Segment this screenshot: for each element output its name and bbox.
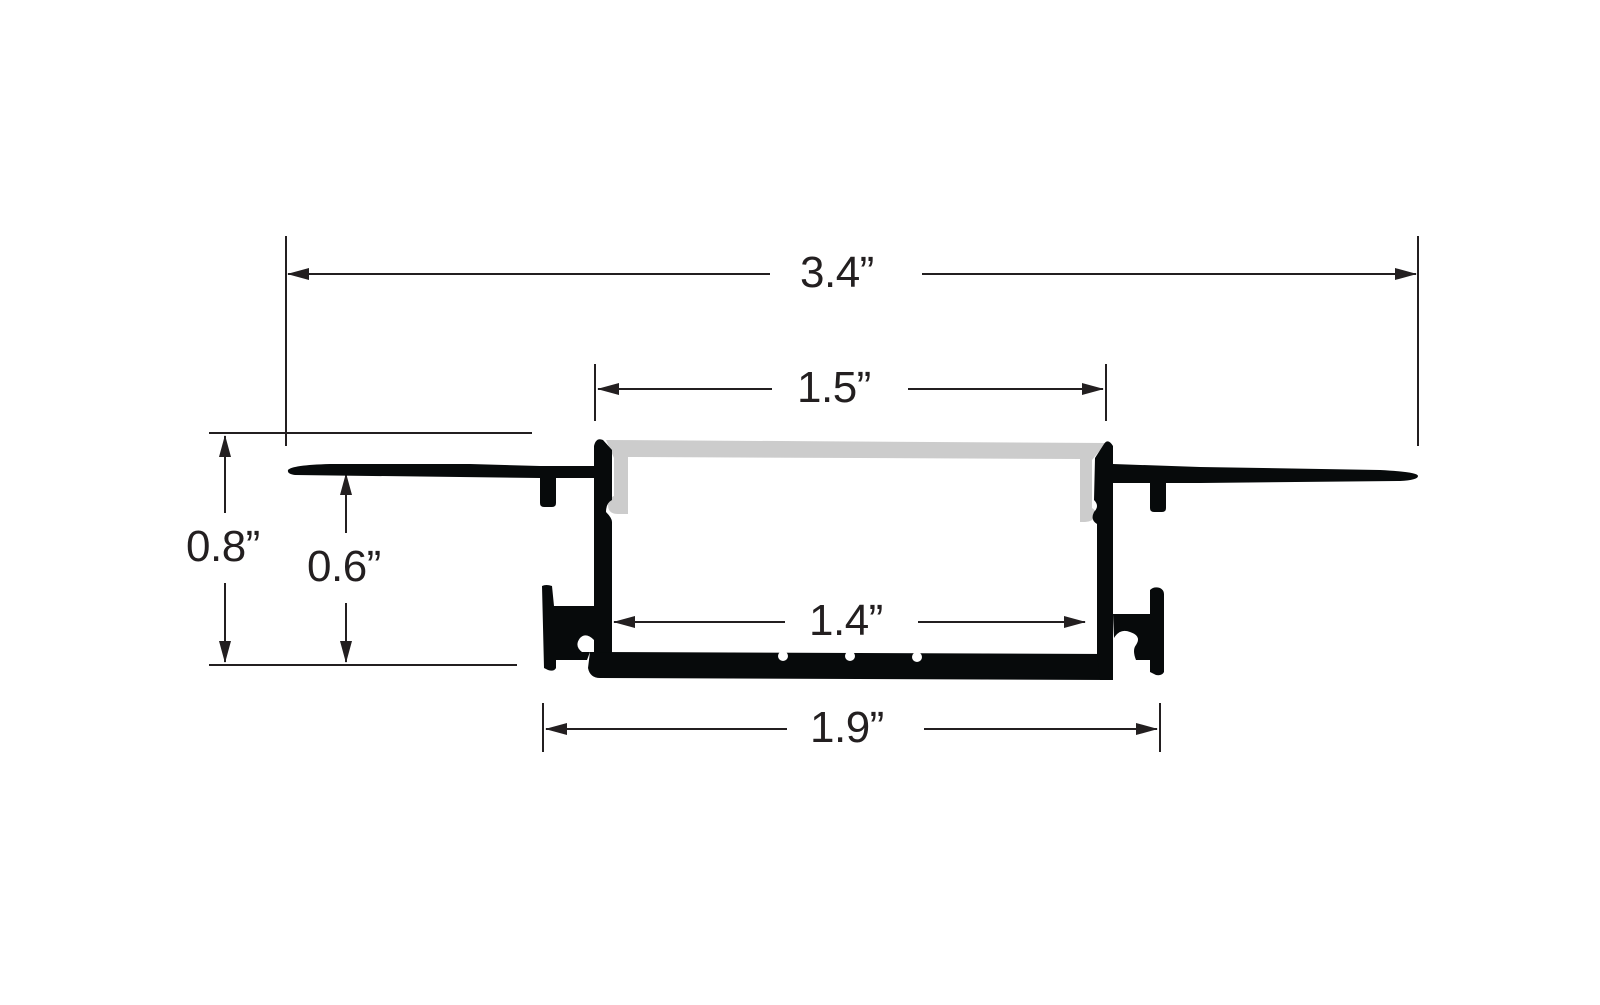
aluminum-profile [287, 439, 1418, 680]
dimension-inner-width: 1.4” [809, 596, 883, 645]
dimension-diffuser-width: 1.5” [797, 363, 871, 412]
diffuser-lens [606, 440, 1106, 522]
dimension-overall-width: 3.4” [800, 248, 874, 297]
dimension-body-height: 0.6” [307, 542, 381, 591]
dimension-overall-height: 0.8” [186, 522, 260, 571]
dimension-body-width: 1.9” [810, 703, 884, 752]
bottom-notches [778, 651, 922, 662]
extension-lines [209, 236, 1419, 752]
dimension-lines [219, 268, 1417, 735]
